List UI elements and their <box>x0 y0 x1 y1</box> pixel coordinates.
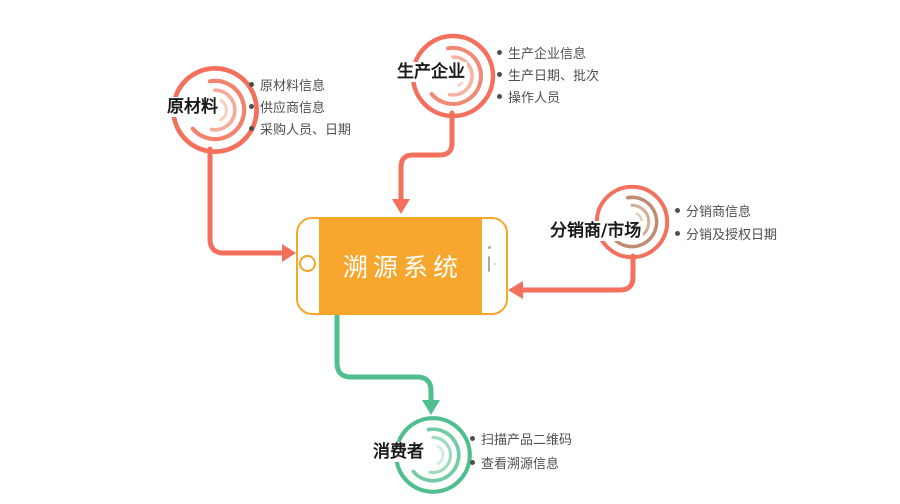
bullet-item: 生产日期、批次 <box>497 63 599 85</box>
node-raw-materials: 原材料 原材料信息 供应商信息 采购人员、日期 <box>163 58 351 162</box>
node-consumer: 消费者 扫描产品二维码 查看溯源信息 <box>371 409 572 501</box>
node-producer: 生产企业 生产企业信息 生产日期、批次 操作人员 <box>395 26 599 126</box>
bullet-item: 采购人员、日期 <box>249 117 351 139</box>
connector-raw-to-system <box>207 146 285 256</box>
connector-producer-to-system <box>398 110 455 202</box>
system-title: 溯源系统 <box>342 253 463 282</box>
arrowhead-producer-to-system <box>392 199 410 214</box>
arrowhead-raw-to-system <box>282 244 296 262</box>
bullet-item: 分销及授权日期 <box>675 222 777 245</box>
bullet-list-raw-materials: 原材料信息 供应商信息 采购人员、日期 <box>249 73 351 139</box>
bullet-item: 生产企业信息 <box>497 41 599 63</box>
phone-screen: 溯源系统 <box>319 219 482 313</box>
node-label-producer: 生产企业 <box>395 62 467 82</box>
bullet-item: 查看溯源信息 <box>470 450 572 474</box>
bullet-item: 操作人员 <box>497 85 599 107</box>
phone-camera-icon <box>488 246 491 249</box>
connector-distributor-to-system <box>520 253 636 293</box>
phone-sensor-icon <box>494 263 496 265</box>
phone-device: 溯源系统 <box>296 217 508 315</box>
bullet-list-consumer: 扫描产品二维码 查看溯源信息 <box>470 426 572 474</box>
phone-home-button <box>299 255 316 272</box>
bullet-item: 原材料信息 <box>249 73 351 95</box>
arrowhead-system-to-consumer <box>422 400 440 415</box>
node-label-consumer: 消费者 <box>371 442 426 462</box>
bullet-list-producer: 生产企业信息 生产日期、批次 操作人员 <box>497 41 599 107</box>
node-label-raw-materials: 原材料 <box>165 97 220 117</box>
node-label-distributor: 分销商/市场 <box>548 221 644 241</box>
phone-speaker-icon <box>488 256 490 272</box>
arrowhead-distributor-to-system <box>508 281 523 299</box>
node-distributor: 分销商/市场 分销商信息 分销及授权日期 <box>548 178 777 266</box>
bullet-item: 扫描产品二维码 <box>470 426 572 450</box>
connector-system-to-consumer <box>334 313 434 403</box>
bullet-item: 分销商信息 <box>675 199 777 222</box>
bullet-item: 供应商信息 <box>249 95 351 117</box>
bullet-list-distributor: 分销商信息 分销及授权日期 <box>675 199 777 245</box>
